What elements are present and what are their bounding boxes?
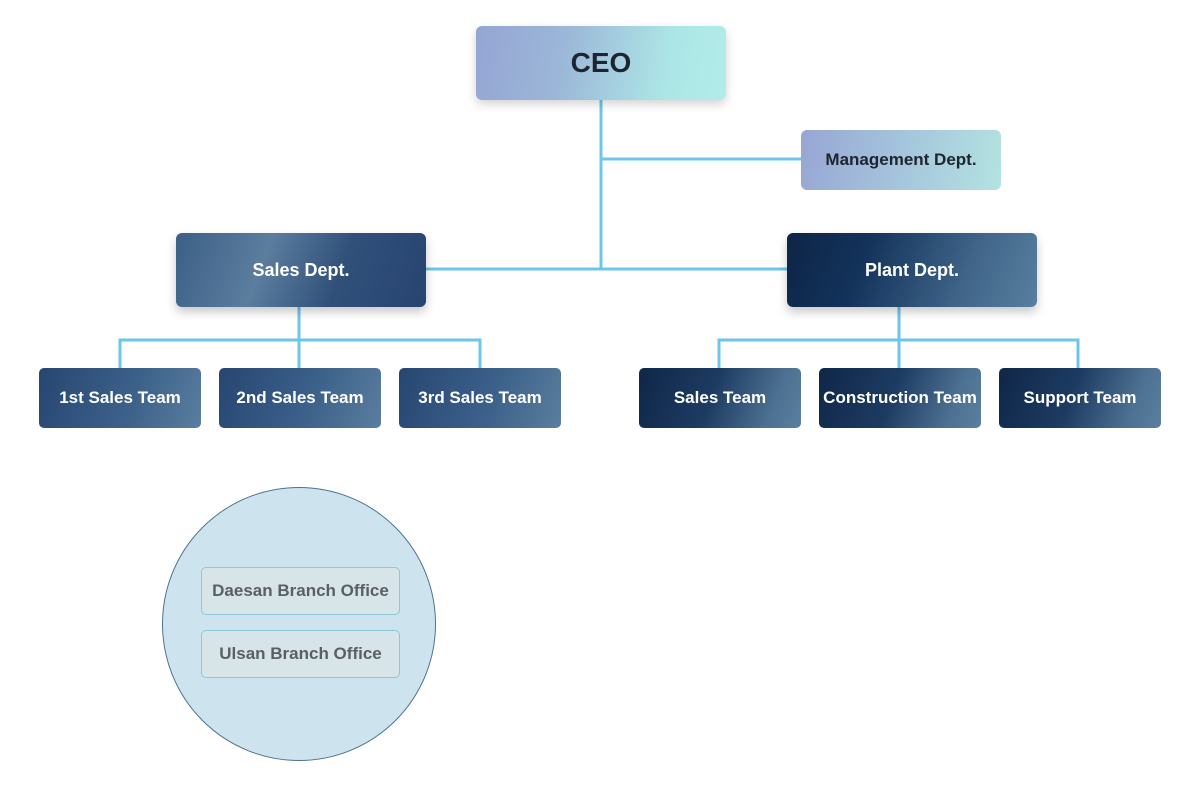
plant-team-label: Sales Team <box>673 388 767 407</box>
ceo-label: CEO <box>570 47 632 78</box>
plant-team-node-3[interactable]: Support Team <box>999 368 1161 428</box>
branch-office-group <box>162 487 436 761</box>
branch-office-ulsan[interactable]: Ulsan Branch Office <box>201 630 400 678</box>
sales-team-node-2[interactable]: 2nd Sales Team <box>219 368 381 428</box>
plant-team-label: Construction Team <box>823 388 977 407</box>
branch-office-label: Daesan Branch Office <box>212 581 389 600</box>
management-dept-label: Management Dept. <box>825 150 977 169</box>
plant-dept-node[interactable]: Plant Dept. <box>787 233 1037 307</box>
sales-team-label: 2nd Sales Team <box>236 388 364 407</box>
sales-team-label: 3rd Sales Team <box>418 388 542 407</box>
sales-team-node-3[interactable]: 3rd Sales Team <box>399 368 561 428</box>
plant-team-node-2[interactable]: Construction Team <box>819 368 981 428</box>
branch-office-label: Ulsan Branch Office <box>219 644 382 663</box>
sales-dept-label: Sales Dept. <box>252 259 350 280</box>
plant-dept-label: Plant Dept. <box>864 259 959 280</box>
sales-dept-node[interactable]: Sales Dept. <box>176 233 426 307</box>
management-dept-node[interactable]: Management Dept. <box>801 130 1001 190</box>
branch-office-daesan[interactable]: Daesan Branch Office <box>201 567 400 615</box>
sales-team-node-1[interactable]: 1st Sales Team <box>39 368 201 428</box>
plant-team-label: Support Team <box>1023 388 1137 407</box>
sales-team-label: 1st Sales Team <box>59 388 181 407</box>
connector-group <box>118 98 1080 370</box>
plant-team-node-1[interactable]: Sales Team <box>639 368 801 428</box>
ceo-node[interactable]: CEO <box>476 26 726 100</box>
